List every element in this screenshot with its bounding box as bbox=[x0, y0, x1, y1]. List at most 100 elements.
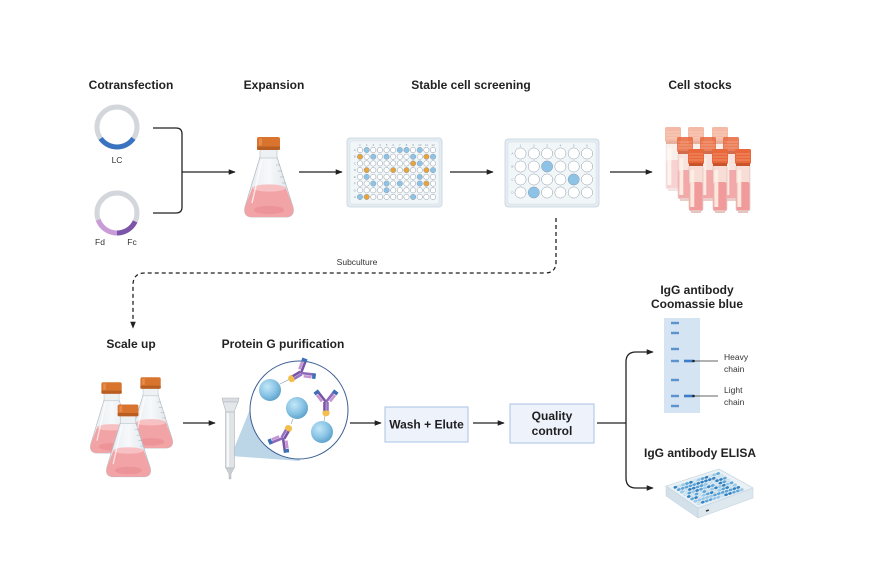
tube-row-front bbox=[688, 149, 751, 213]
elisa-well bbox=[681, 483, 686, 487]
elisa-well bbox=[708, 498, 713, 502]
plate-row-label: E bbox=[354, 175, 356, 179]
well-empty bbox=[396, 167, 403, 174]
scale-up-title: Scale up bbox=[106, 337, 155, 351]
well-empty bbox=[363, 180, 370, 187]
well-empty bbox=[390, 160, 397, 167]
elisa-well bbox=[728, 488, 733, 492]
plate-column-label: 10 bbox=[418, 143, 422, 147]
well-empty bbox=[430, 160, 436, 167]
well-empty bbox=[376, 194, 383, 200]
ladder-band bbox=[671, 404, 679, 408]
elisa-well bbox=[719, 474, 724, 478]
ladder-band bbox=[671, 394, 679, 398]
elisa-well bbox=[718, 477, 723, 481]
stable-cell-screening-title: Stable cell screening bbox=[411, 78, 530, 92]
well-empty bbox=[370, 194, 377, 200]
well-empty bbox=[423, 187, 430, 194]
well-empty bbox=[363, 153, 370, 160]
well-empty bbox=[527, 147, 540, 160]
elisa-well bbox=[699, 487, 703, 491]
well-empty bbox=[396, 194, 403, 200]
protein-g-purification-title: Protein G purification bbox=[222, 337, 345, 351]
quality-control-box: Quality control bbox=[509, 403, 595, 444]
elisa-well bbox=[690, 497, 695, 501]
elisa-well bbox=[716, 492, 721, 496]
well-empty bbox=[376, 153, 383, 160]
well-positive bbox=[416, 173, 423, 180]
plate-column-label: 7 bbox=[399, 143, 401, 147]
well-highlight bbox=[363, 167, 370, 174]
elisa-well bbox=[711, 480, 716, 484]
well-highlight bbox=[423, 180, 430, 187]
elisa-well bbox=[700, 480, 704, 484]
elisa-plate-icon bbox=[665, 468, 754, 519]
well-empty bbox=[541, 186, 553, 199]
plate-row-label: C bbox=[511, 178, 514, 182]
well-empty bbox=[554, 173, 567, 186]
merge-bracket bbox=[153, 127, 183, 214]
elisa-well bbox=[728, 492, 732, 495]
well-positive bbox=[527, 186, 540, 199]
well-empty bbox=[554, 160, 567, 173]
well-empty bbox=[383, 173, 390, 180]
well-empty bbox=[554, 147, 567, 160]
bead-icon bbox=[311, 421, 333, 443]
elisa-well bbox=[703, 482, 708, 486]
bead-icon bbox=[259, 379, 281, 401]
cell-stocks-title: Cell stocks bbox=[668, 78, 732, 92]
bead-icon bbox=[286, 397, 308, 419]
well-empty bbox=[581, 147, 593, 160]
fc-label: Fc bbox=[127, 237, 137, 247]
wash-elute-box: Wash + Elute bbox=[384, 406, 469, 443]
well-empty bbox=[541, 173, 553, 186]
well-empty bbox=[396, 187, 403, 194]
light-chain-label-line1: Light bbox=[724, 385, 743, 395]
well-empty bbox=[554, 186, 567, 199]
well-empty bbox=[396, 173, 403, 180]
elisa-well bbox=[704, 475, 709, 479]
arrow-to-elisa bbox=[625, 423, 654, 491]
well-empty bbox=[514, 173, 527, 186]
well-empty bbox=[416, 153, 423, 160]
elisa-well bbox=[713, 489, 718, 493]
well-empty bbox=[410, 147, 417, 153]
subculture-dashed-arrow bbox=[130, 218, 557, 329]
well-positive bbox=[410, 194, 417, 200]
cryovial-icon bbox=[712, 149, 728, 213]
elisa-well bbox=[691, 486, 696, 490]
elisa-well bbox=[714, 486, 718, 490]
well-empty bbox=[410, 167, 417, 174]
elisa-well bbox=[707, 481, 712, 485]
quality-control-label-line2: control bbox=[532, 424, 573, 438]
elisa-well bbox=[707, 478, 712, 482]
plate-row-label: D bbox=[354, 168, 357, 172]
plate-column-label: 4 bbox=[379, 143, 381, 147]
well-empty bbox=[357, 187, 363, 194]
plate-column-label: 11 bbox=[425, 143, 428, 147]
well-empty bbox=[383, 160, 390, 167]
ladder-band bbox=[671, 359, 679, 363]
ladder-band bbox=[671, 321, 679, 325]
plate-row-label: H bbox=[354, 195, 356, 199]
elisa-well bbox=[729, 484, 733, 488]
well-empty bbox=[376, 160, 383, 167]
well-positive bbox=[357, 194, 363, 200]
plate-column-label: 2 bbox=[533, 143, 535, 147]
plate-column-label: 5 bbox=[573, 143, 575, 147]
well-positive bbox=[383, 153, 390, 160]
well-empty bbox=[514, 186, 527, 199]
elisa-well bbox=[725, 486, 730, 490]
elisa-well bbox=[701, 493, 706, 497]
subculture-label: Subculture bbox=[337, 257, 378, 267]
well-positive bbox=[396, 147, 403, 153]
plasmid-lc: LC bbox=[94, 104, 140, 165]
well-empty bbox=[410, 173, 417, 180]
elisa-well bbox=[712, 496, 717, 500]
well-empty bbox=[390, 180, 397, 187]
well-empty bbox=[403, 194, 410, 200]
well-empty bbox=[363, 187, 370, 194]
elisa-well bbox=[710, 484, 715, 487]
